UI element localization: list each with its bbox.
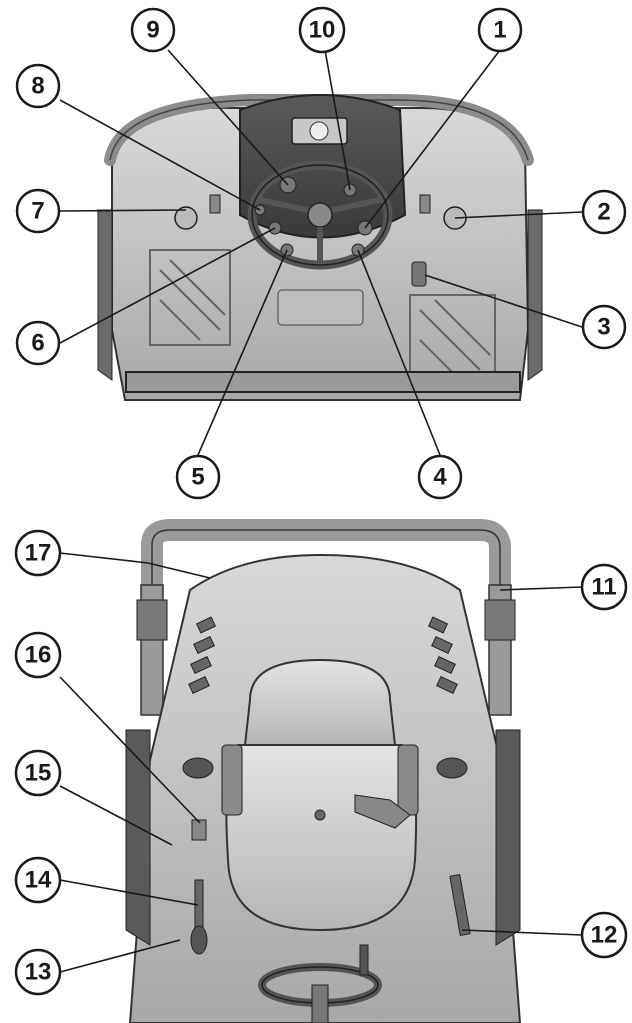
callout-label: 12	[591, 922, 618, 949]
callout-5: 5	[175, 454, 221, 500]
vents-left	[188, 616, 217, 694]
side-knob-left	[174, 206, 198, 230]
callout-label: 4	[433, 464, 447, 491]
callout-label: 3	[597, 314, 610, 341]
callout-label: 8	[31, 73, 44, 100]
callout-12: 12	[580, 911, 628, 959]
vents-right	[427, 616, 458, 694]
armrest-left	[221, 744, 243, 816]
callout-8: 8	[15, 63, 61, 109]
front-view-illustration	[97, 94, 543, 401]
leader-lines	[59, 49, 583, 973]
side-switch-right	[411, 261, 427, 287]
cup-holder-left	[182, 757, 214, 779]
callout-9: 9	[130, 7, 176, 53]
seat-backrest	[243, 658, 397, 746]
callout-label: 9	[146, 17, 159, 44]
callout-7: 7	[15, 188, 61, 234]
callout-14: 14	[14, 856, 62, 904]
callout-16: 16	[14, 631, 62, 679]
callout-label: 5	[191, 464, 204, 491]
callout-label: 15	[25, 760, 52, 787]
callout-label: 1	[493, 17, 506, 44]
callout-label: 10	[309, 17, 336, 44]
rear-view-illustration	[125, 519, 522, 1023]
tread-plate-left	[149, 249, 231, 346]
callout-label: 2	[597, 199, 610, 226]
callout-11: 11	[580, 563, 628, 611]
armrest-right	[397, 744, 419, 816]
callout-10: 10	[298, 6, 346, 54]
callout-2: 2	[581, 189, 627, 235]
callout-1: 1	[477, 7, 523, 53]
callout-label: 6	[31, 330, 44, 357]
callout-label: 14	[25, 867, 52, 894]
callout-4: 4	[417, 454, 463, 500]
callout-6: 6	[15, 320, 61, 366]
callout-17: 17	[14, 529, 62, 577]
callout-label: 17	[25, 540, 52, 567]
lever-right	[449, 874, 471, 936]
front-bumper-bar	[125, 371, 521, 393]
floor-recess	[277, 289, 364, 326]
callout-15: 15	[14, 749, 62, 797]
callout-label: 11	[591, 574, 616, 601]
callout-label: 16	[25, 642, 52, 669]
callout-label: 13	[25, 959, 52, 986]
seat-cushion	[225, 744, 418, 932]
callout-3: 3	[581, 304, 627, 350]
callout-13: 13	[14, 948, 62, 996]
cup-holder-right	[436, 757, 468, 779]
callout-label: 7	[31, 198, 44, 225]
